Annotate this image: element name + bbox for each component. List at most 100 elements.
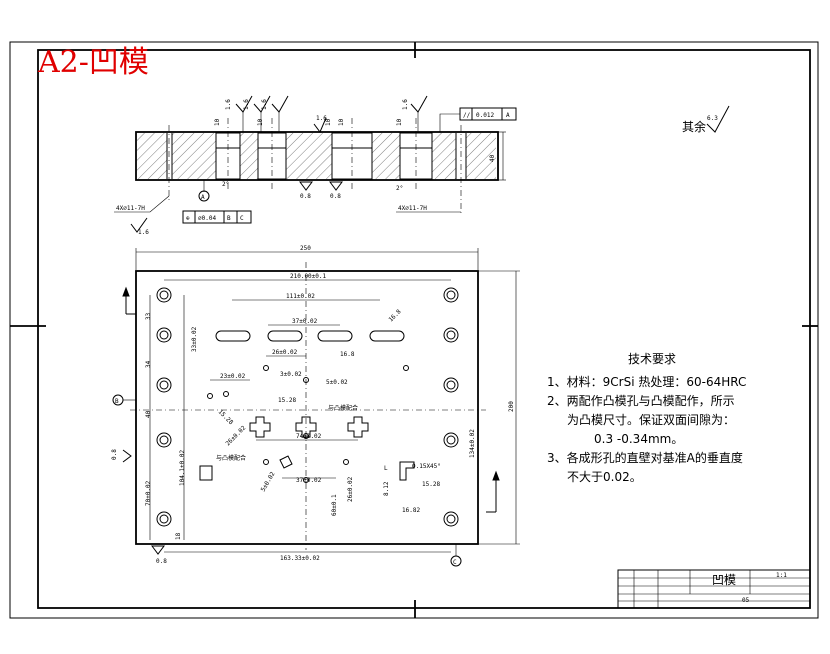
svg-text:104.1±0.02: 104.1±0.02 [179,449,186,486]
svg-text:26±0.02: 26±0.02 [347,476,354,502]
hole-callout-left: 4X⌀11-7H 1.6 [114,195,170,236]
hatch-left [137,133,167,179]
svg-text:26±0.02: 26±0.02 [224,424,247,447]
svg-text:1.6: 1.6 [261,99,268,110]
section-outline [135,131,499,181]
svg-text:70±0.02: 70±0.02 [145,480,152,506]
svg-text:4X⌀11-7H: 4X⌀11-7H [398,205,427,212]
tech-requirements: 技术要求 1、材料：9CrSi 热处理：60-64HRC 2、两配作凸模孔与凸模… [547,352,746,484]
svg-text:10: 10 [214,118,221,126]
small-holes [207,365,409,483]
pin-holes [156,287,459,527]
svg-text:40: 40 [489,154,496,162]
svg-text:其余: 其余 [682,119,706,134]
svg-text:1.6: 1.6 [316,115,327,122]
svg-text:05: 05 [742,597,750,604]
svg-text:33: 33 [145,312,152,320]
svg-text:0.8: 0.8 [111,449,118,460]
svg-text:1、材料：9CrSi 热处理：60-64HRC: 1、材料：9CrSi 热处理：60-64HRC [547,375,746,389]
svg-text:134±0.02: 134±0.02 [469,429,476,458]
svg-text:为凸模尺寸。保证双面间隙为：: 为凸模尺寸。保证双面间隙为： [567,413,735,427]
svg-text:10: 10 [257,118,264,126]
svg-text:26±0.02: 26±0.02 [272,349,298,356]
hole-callout-right: 4X⌀11-7H [396,205,461,213]
svg-text:16.82: 16.82 [402,507,420,514]
inner-frame [37,49,811,609]
roughness-other: 其余 6.3 [682,105,730,134]
svg-text:与凸模配合: 与凸模配合 [216,454,246,462]
svg-text:L: L [384,465,388,472]
svg-text:5±0.02: 5±0.02 [326,379,348,386]
svg-text:0.3 -0.34mm。: 0.3 -0.34mm。 [594,432,683,446]
svg-text:凹模: 凹模 [712,573,736,587]
svg-text:1.6: 1.6 [402,99,409,110]
svg-text:200: 200 [508,401,515,412]
svg-text:技术要求: 技术要求 [628,352,676,366]
roughness-symbols-top: 1.6 1.6 1.6 1.6 1.6 [225,95,428,133]
svg-text:1.6: 1.6 [225,99,232,110]
svg-text:16.8: 16.8 [387,308,402,323]
svg-text:1.6: 1.6 [138,229,149,236]
plan-view: 250 210.00±0.1 200 [111,245,520,567]
section-arrows [122,286,500,513]
svg-text:C: C [453,559,457,566]
svg-text:33±0.02: 33±0.02 [191,326,198,352]
svg-text:0.8: 0.8 [156,558,167,565]
svg-text:10: 10 [338,118,345,126]
svg-text:16.8: 16.8 [340,351,355,358]
svg-text:23±0.02: 23±0.02 [220,373,246,380]
depth-labels: 10 10 10 10 10 [214,118,403,126]
plan-outline [135,270,479,545]
svg-text:A: A [506,112,510,119]
svg-text:0.15X45°: 0.15X45° [412,463,441,470]
svg-text:10: 10 [396,118,403,126]
svg-text:34: 34 [145,360,152,368]
svg-text:15.28: 15.28 [278,397,296,404]
svg-text:111±0.02: 111±0.02 [286,293,315,300]
svg-text:0.8: 0.8 [300,193,311,200]
slots [215,330,405,342]
svg-text://: // [463,112,471,119]
svg-text:A: A [201,194,205,201]
title-block: 凹模 1:1 05 [617,569,811,609]
drawing-title: A2-凹模 [37,45,149,80]
svg-text:163.33±0.02: 163.33±0.02 [280,555,320,562]
svg-text:与凸模配合: 与凸模配合 [328,404,358,412]
svg-text:4X⌀11-7H: 4X⌀11-7H [116,205,145,212]
outer-border [9,41,819,619]
svg-text:⌀0.04: ⌀0.04 [198,215,216,222]
svg-text:37±0.02: 37±0.02 [296,477,322,484]
datum-b: B 0.8 [111,394,136,463]
svg-text:1:1: 1:1 [776,572,787,579]
svg-text:37±0.02: 37±0.02 [292,318,318,325]
svg-text:2、两配作凸模孔与凸模配作，所示: 2、两配作凸模孔与凸模配作，所示 [547,394,735,408]
svg-text:18: 18 [175,532,182,540]
hatch-c [286,133,332,179]
parallel-tolerance: // 0.012 A [439,107,517,132]
hatch-a [172,133,216,179]
svg-text:250: 250 [300,245,311,252]
position-tolerance: ⊕ ⌀0.04 B C [182,210,252,224]
svg-text:15.28: 15.28 [217,408,235,426]
svg-text:1.6: 1.6 [243,99,250,110]
hatch-e [432,133,456,179]
svg-text:74±0.02: 74±0.02 [296,433,322,440]
punch-holes [249,416,415,481]
svg-text:0.012: 0.012 [476,112,494,119]
hatch-b [240,133,258,179]
svg-text:B: B [115,398,119,405]
svg-text:5±0.02: 5±0.02 [260,470,277,493]
svg-text:C: C [240,215,244,222]
svg-text:10: 10 [325,118,332,126]
datum-bottom: 0.8 C [151,544,462,567]
section-view: 1.6 1.6 1.6 1.6 1.6 10 10 10 10 10 // 0.… [114,95,517,236]
svg-text:6.3: 6.3 [707,115,718,122]
svg-text:210.00±0.1: 210.00±0.1 [290,273,327,280]
svg-text:40: 40 [145,410,152,418]
svg-text:B: B [227,215,231,222]
svg-text:0.8: 0.8 [330,193,341,200]
svg-text:⊕: ⊕ [186,215,190,222]
svg-text:15.28: 15.28 [422,481,440,488]
hatch-right [466,133,496,179]
